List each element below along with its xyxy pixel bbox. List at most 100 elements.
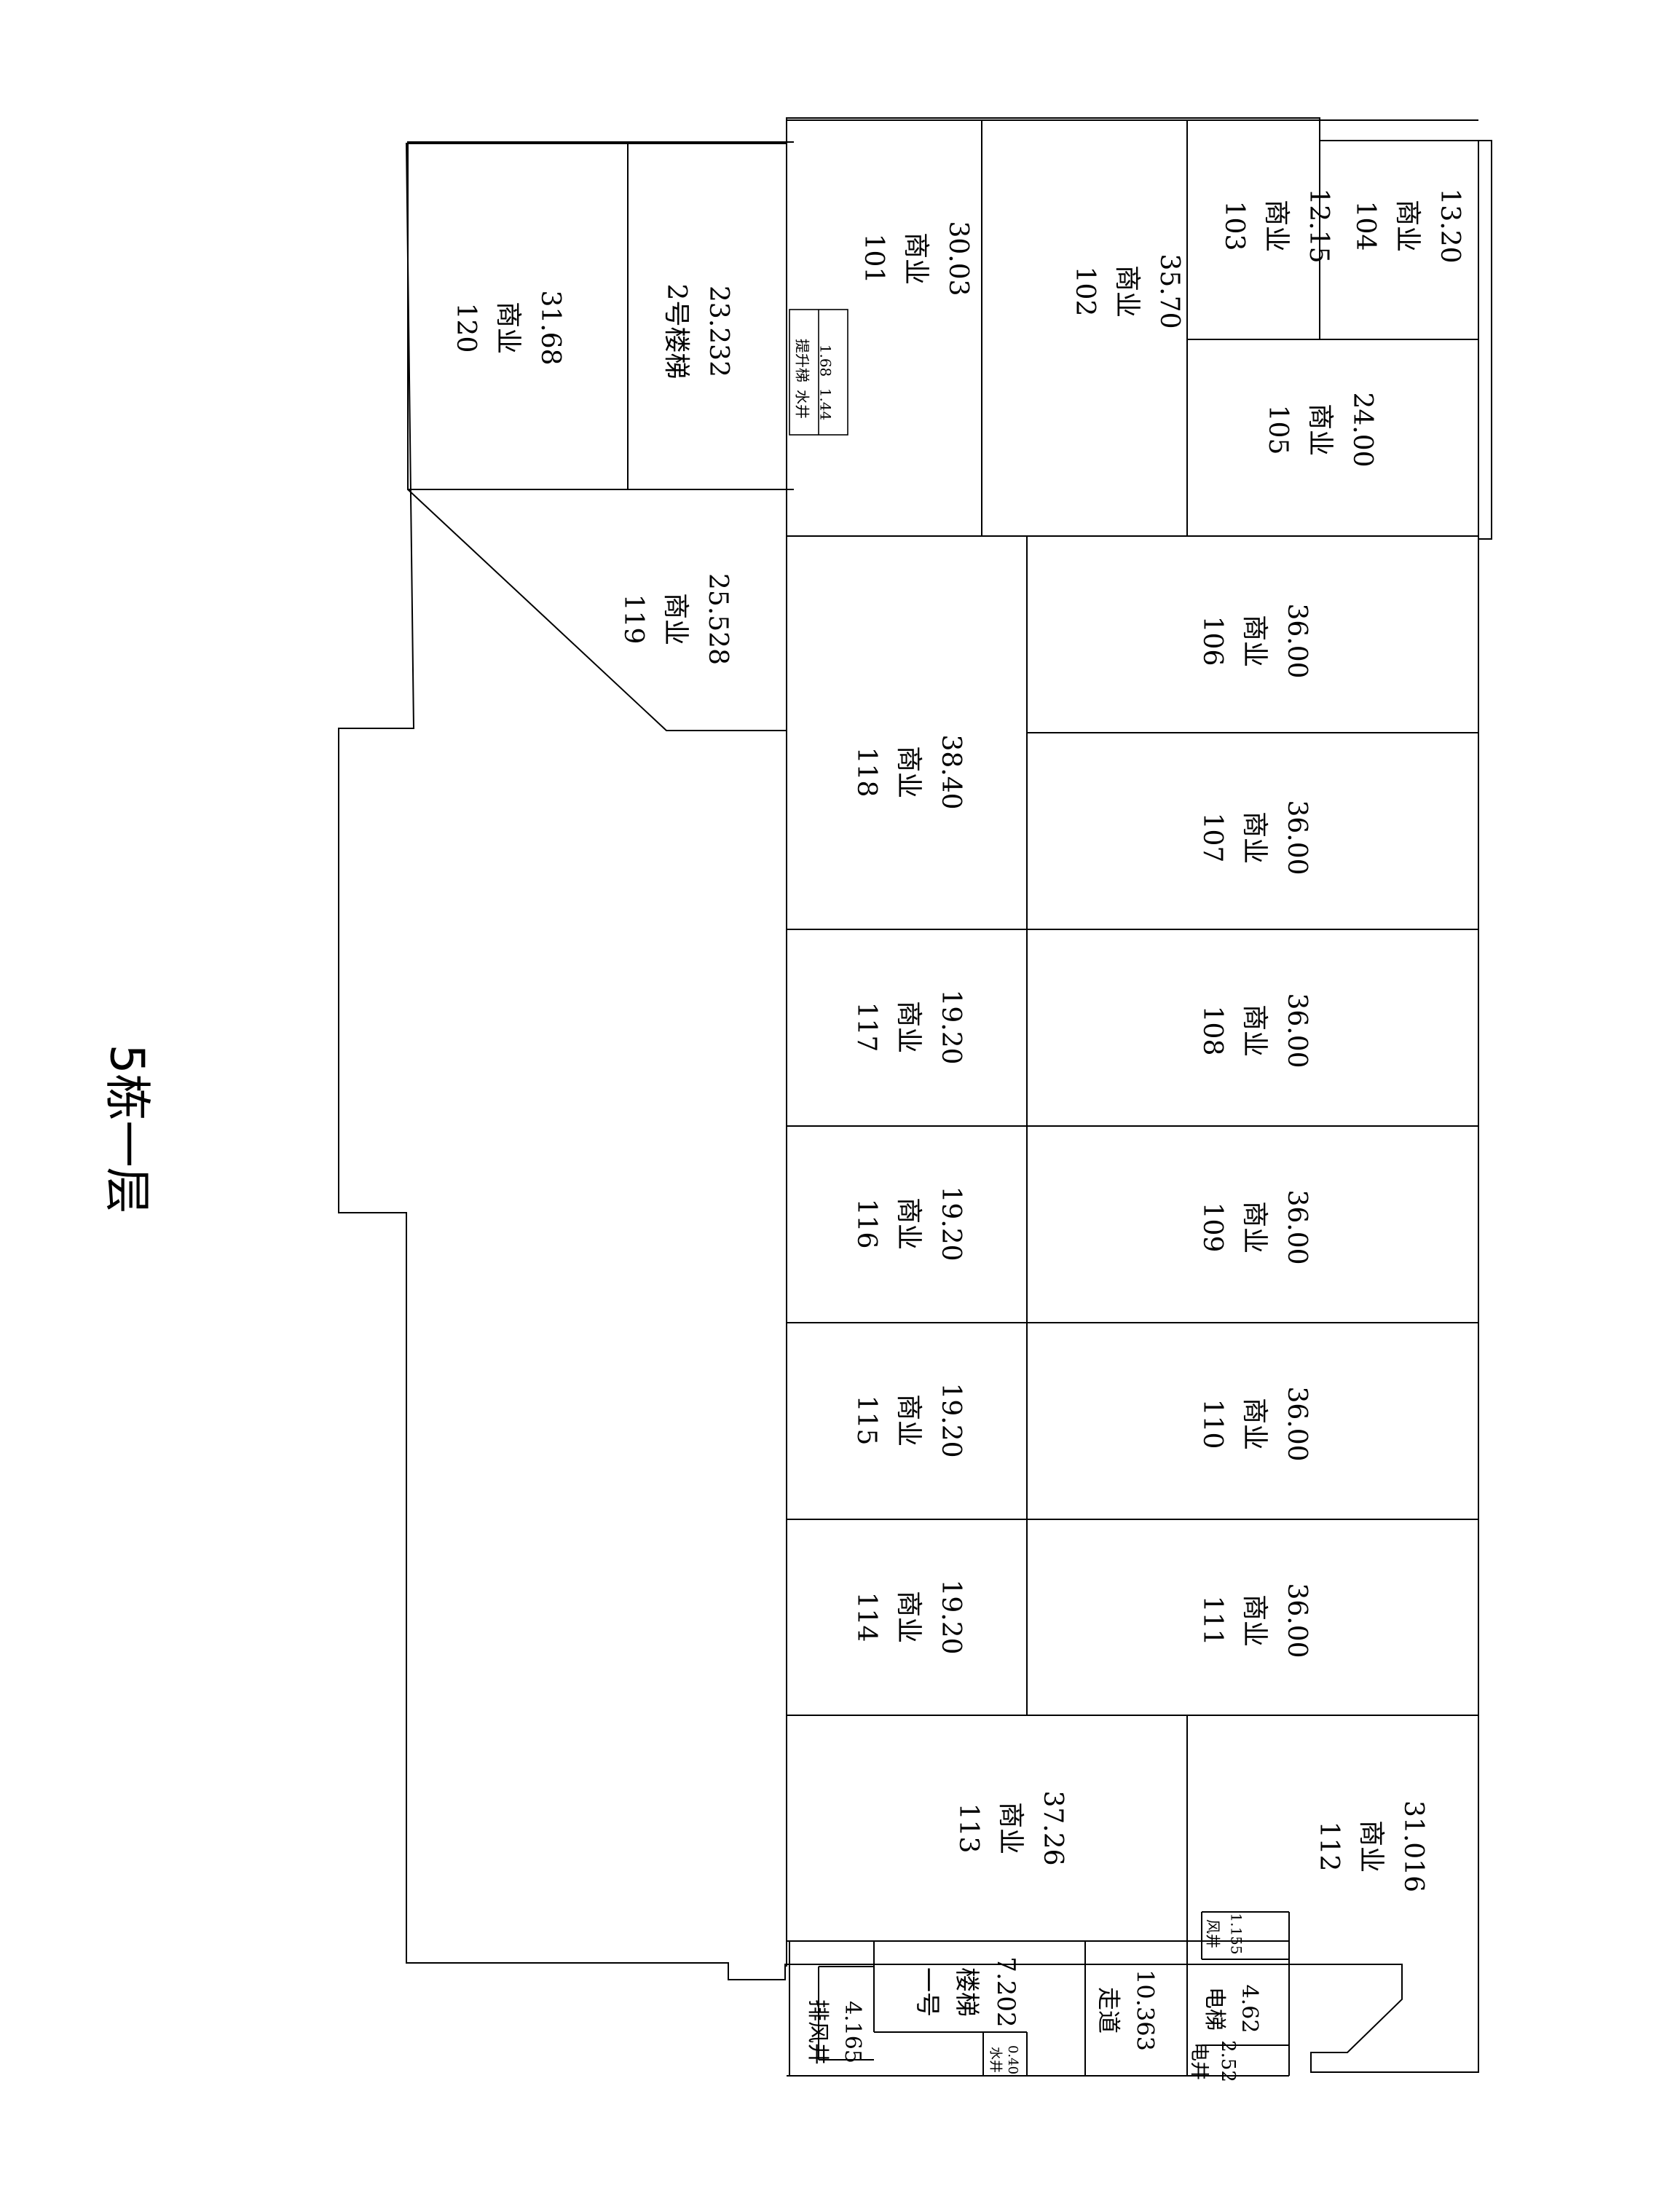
room-label-line: 115: [851, 1396, 881, 1446]
room-label-r105: 105 商业 24.00: [1263, 392, 1377, 467]
room-label-line: 19.20: [936, 1579, 966, 1654]
room-label-line: 36.00: [1282, 993, 1312, 1068]
room-label-stair2: 2号楼梯 23.232: [661, 284, 733, 379]
room-label-line: 31.68: [535, 290, 565, 365]
room-label-airshaft: 风井 1.155: [1205, 1913, 1245, 1954]
room-label-line: 商业: [894, 1394, 923, 1447]
room-label-line: 12.15: [1304, 188, 1334, 263]
room-label-line: 36.00: [1282, 1386, 1312, 1461]
room-label-line: 楼梯: [952, 1967, 981, 2017]
room-label-line: 25.528: [703, 573, 733, 665]
room-label-line: 106: [1197, 616, 1227, 666]
room-label-line: 7.202: [991, 1956, 1020, 2027]
room-label-line: 105: [1263, 405, 1293, 455]
room-label-r114: 114 商业 19.20: [851, 1579, 966, 1654]
wall-119-diagonal: [407, 489, 787, 731]
room-label-r102: 102 商业 35.70: [1070, 253, 1184, 328]
room-label-line: 19.20: [936, 989, 966, 1064]
room-label-r108: 108 商业 36.00: [1197, 993, 1312, 1068]
room-label-line: 提升梯: [794, 339, 811, 382]
room-label-line: 118: [851, 747, 881, 798]
room-label-line: 1.68: [817, 345, 835, 377]
room-label-line: 36.00: [1282, 1189, 1312, 1264]
room-label-r115: 115 商业 19.20: [851, 1382, 966, 1457]
room-label-line: 23.232: [704, 286, 733, 377]
room-label-corridor: 走道 10.363: [1095, 1969, 1159, 2051]
room-label-line: 走道: [1095, 1987, 1123, 2034]
room-label-line: 13.20: [1435, 188, 1465, 263]
room-label-line: 1.155: [1228, 1913, 1245, 1954]
room-label-line: 商业: [894, 1001, 923, 1053]
room-label-line: 38.40: [936, 734, 966, 809]
room-label-line: 商业: [1240, 1398, 1269, 1450]
room-label-elecwell: 电井 2.52: [1188, 2040, 1239, 2082]
room-label-line: 4.62: [1237, 1985, 1262, 2034]
room-label-line: 103: [1219, 201, 1249, 251]
room-label-line: 商业: [1112, 265, 1142, 318]
room-label-line: 116: [851, 1199, 881, 1249]
room-label-line: 114: [851, 1592, 881, 1642]
room-label-line: 商业: [1240, 811, 1269, 864]
room-label-line: 商业: [1240, 1004, 1269, 1057]
room-label-line: 101: [859, 234, 889, 284]
room-label-line: 37.26: [1038, 1790, 1068, 1865]
room-label-line: 110: [1197, 1399, 1227, 1449]
room-label-line: 112: [1314, 1822, 1344, 1872]
room-label-r109: 109 商业 36.00: [1197, 1189, 1312, 1264]
room-label-r106: 106 商业 36.00: [1197, 603, 1312, 678]
room-label-line: 117: [851, 1002, 881, 1052]
room-label-line: 120: [451, 303, 481, 353]
room-label-line: 商业: [901, 232, 931, 285]
room-label-line: 0.40: [1005, 2045, 1020, 2074]
room-label-line: 风井: [1205, 1919, 1222, 1948]
room-label-line: 30.03: [943, 221, 973, 296]
room-label-line: 商业: [1240, 1594, 1269, 1647]
room-label-line: 19.20: [936, 1186, 966, 1261]
room-label-line: 19.20: [936, 1382, 966, 1457]
room-label-line: 商业: [894, 746, 923, 798]
room-label-line: 36.00: [1282, 800, 1312, 875]
room-label-line: 排风井: [805, 1999, 830, 2065]
room-label-line: 31.016: [1398, 1800, 1428, 1892]
room-label-line: 102: [1070, 267, 1100, 317]
room-label-line: 一号: [913, 1967, 942, 2017]
room-label-line: 119: [618, 594, 648, 645]
room-label-line: 电梯: [1202, 1987, 1227, 2031]
room-label-elevator: 电梯 4.62: [1202, 1985, 1262, 2034]
room-label-line: 108: [1197, 1006, 1227, 1056]
room-label-line: 商业: [894, 1591, 923, 1643]
room-label-line: 2.52: [1217, 2040, 1239, 2082]
room-label-r111: 111 商业 36.00: [1197, 1583, 1312, 1658]
room-label-line: 商业: [1240, 615, 1269, 667]
room-label-line: 1.44: [817, 388, 835, 421]
room-label-line: 24.00: [1347, 392, 1377, 467]
room-label-line: 2号楼梯: [661, 284, 691, 379]
room-label-line: 商业: [1393, 200, 1422, 252]
room-label-line: 商业: [1305, 404, 1335, 456]
room-label-line: 商业: [1240, 1201, 1269, 1253]
room-label-line: 35.70: [1154, 253, 1184, 328]
room-label-line: 109: [1197, 1203, 1227, 1253]
room-label-lift: 提升梯 1.68: [794, 339, 835, 382]
room-label-r110: 110 商业 36.00: [1197, 1386, 1312, 1461]
room-label-r118: 118 商业 38.40: [851, 734, 966, 809]
room-label-line: 电井: [1188, 2042, 1210, 2080]
room-label-line: 111: [1197, 1596, 1227, 1646]
room-label-line: 36.00: [1282, 603, 1312, 678]
room-label-line: 36.00: [1282, 1583, 1312, 1658]
room-label-r101: 101 商业 30.03: [859, 221, 973, 296]
room-label-line: 水井: [988, 2047, 1003, 2073]
room-label-line: 10.363: [1132, 1969, 1159, 2051]
room-label-line: 商业: [493, 302, 523, 354]
